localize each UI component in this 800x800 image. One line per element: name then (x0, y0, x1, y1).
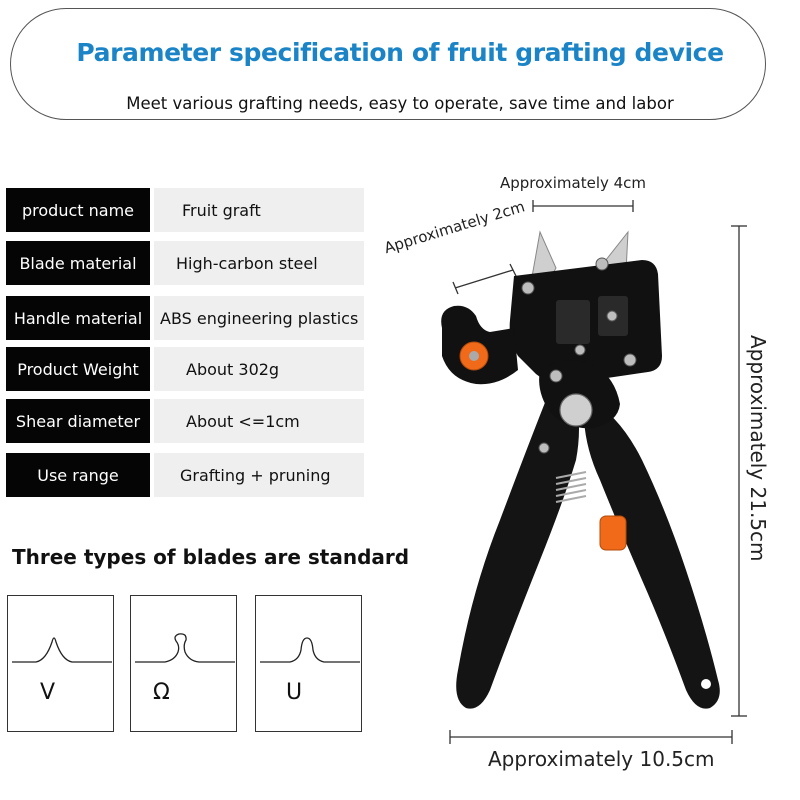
spec-value: ABS engineering plastics (154, 296, 364, 340)
knob-center-icon (469, 351, 479, 361)
omega-blade-profile-icon (135, 633, 235, 663)
spec-label: Shear diameter (6, 399, 150, 443)
spec-label: product name (6, 188, 150, 232)
spec-row-product-name: product name Fruit graft (6, 188, 364, 232)
v-blade-profile-icon (12, 637, 112, 663)
blade-type-label: U (286, 680, 303, 705)
spec-value: Grafting + pruning (154, 453, 364, 497)
pivot-bolt-icon (559, 393, 593, 427)
spec-row-blade-material: Blade material High-carbon steel (6, 241, 364, 285)
page-title: Parameter specification of fruit graftin… (76, 38, 724, 67)
spec-row-shear-diameter: Shear diameter About <=1cm (6, 399, 364, 443)
blade-card-omega: Ω (130, 595, 237, 732)
spec-row-product-weight: Product Weight About 302g (6, 347, 364, 391)
spec-label: Use range (6, 453, 150, 497)
blade-card-v: V (7, 595, 114, 732)
hanging-hole-icon (701, 679, 711, 689)
spec-value: About 302g (154, 347, 364, 391)
page-subtitle: Meet various grafting needs, easy to ope… (126, 94, 674, 113)
spec-label: Blade material (6, 241, 150, 285)
spec-value: Fruit graft (154, 188, 364, 232)
black-handles (456, 390, 720, 709)
blade-card-u: U (255, 595, 362, 732)
header-banner (10, 8, 766, 120)
spec-row-use-range: Use range Grafting + pruning (6, 453, 364, 497)
spring-icon (555, 471, 587, 503)
dimension-width: Approximately 10.5cm (488, 747, 715, 771)
blade-type-label: Ω (153, 680, 170, 705)
spec-value: High-carbon steel (154, 241, 364, 285)
spec-row-handle-material: Handle material ABS engineering plastics (6, 296, 364, 340)
u-blade-profile-icon (260, 637, 360, 663)
blade-type-label: V (40, 680, 56, 705)
screw-icon (521, 257, 637, 454)
spec-label: Product Weight (6, 347, 150, 391)
blades-title: Three types of blades are standard (12, 545, 410, 569)
spec-label: Handle material (6, 296, 150, 340)
spec-value: About <=1cm (154, 399, 364, 443)
dimension-length: Approximately 21.5cm (746, 335, 770, 562)
dimension-lines (449, 200, 747, 744)
dimension-top-width: Approximately 4cm (500, 174, 647, 192)
grafting-tool-illustration (441, 200, 747, 744)
